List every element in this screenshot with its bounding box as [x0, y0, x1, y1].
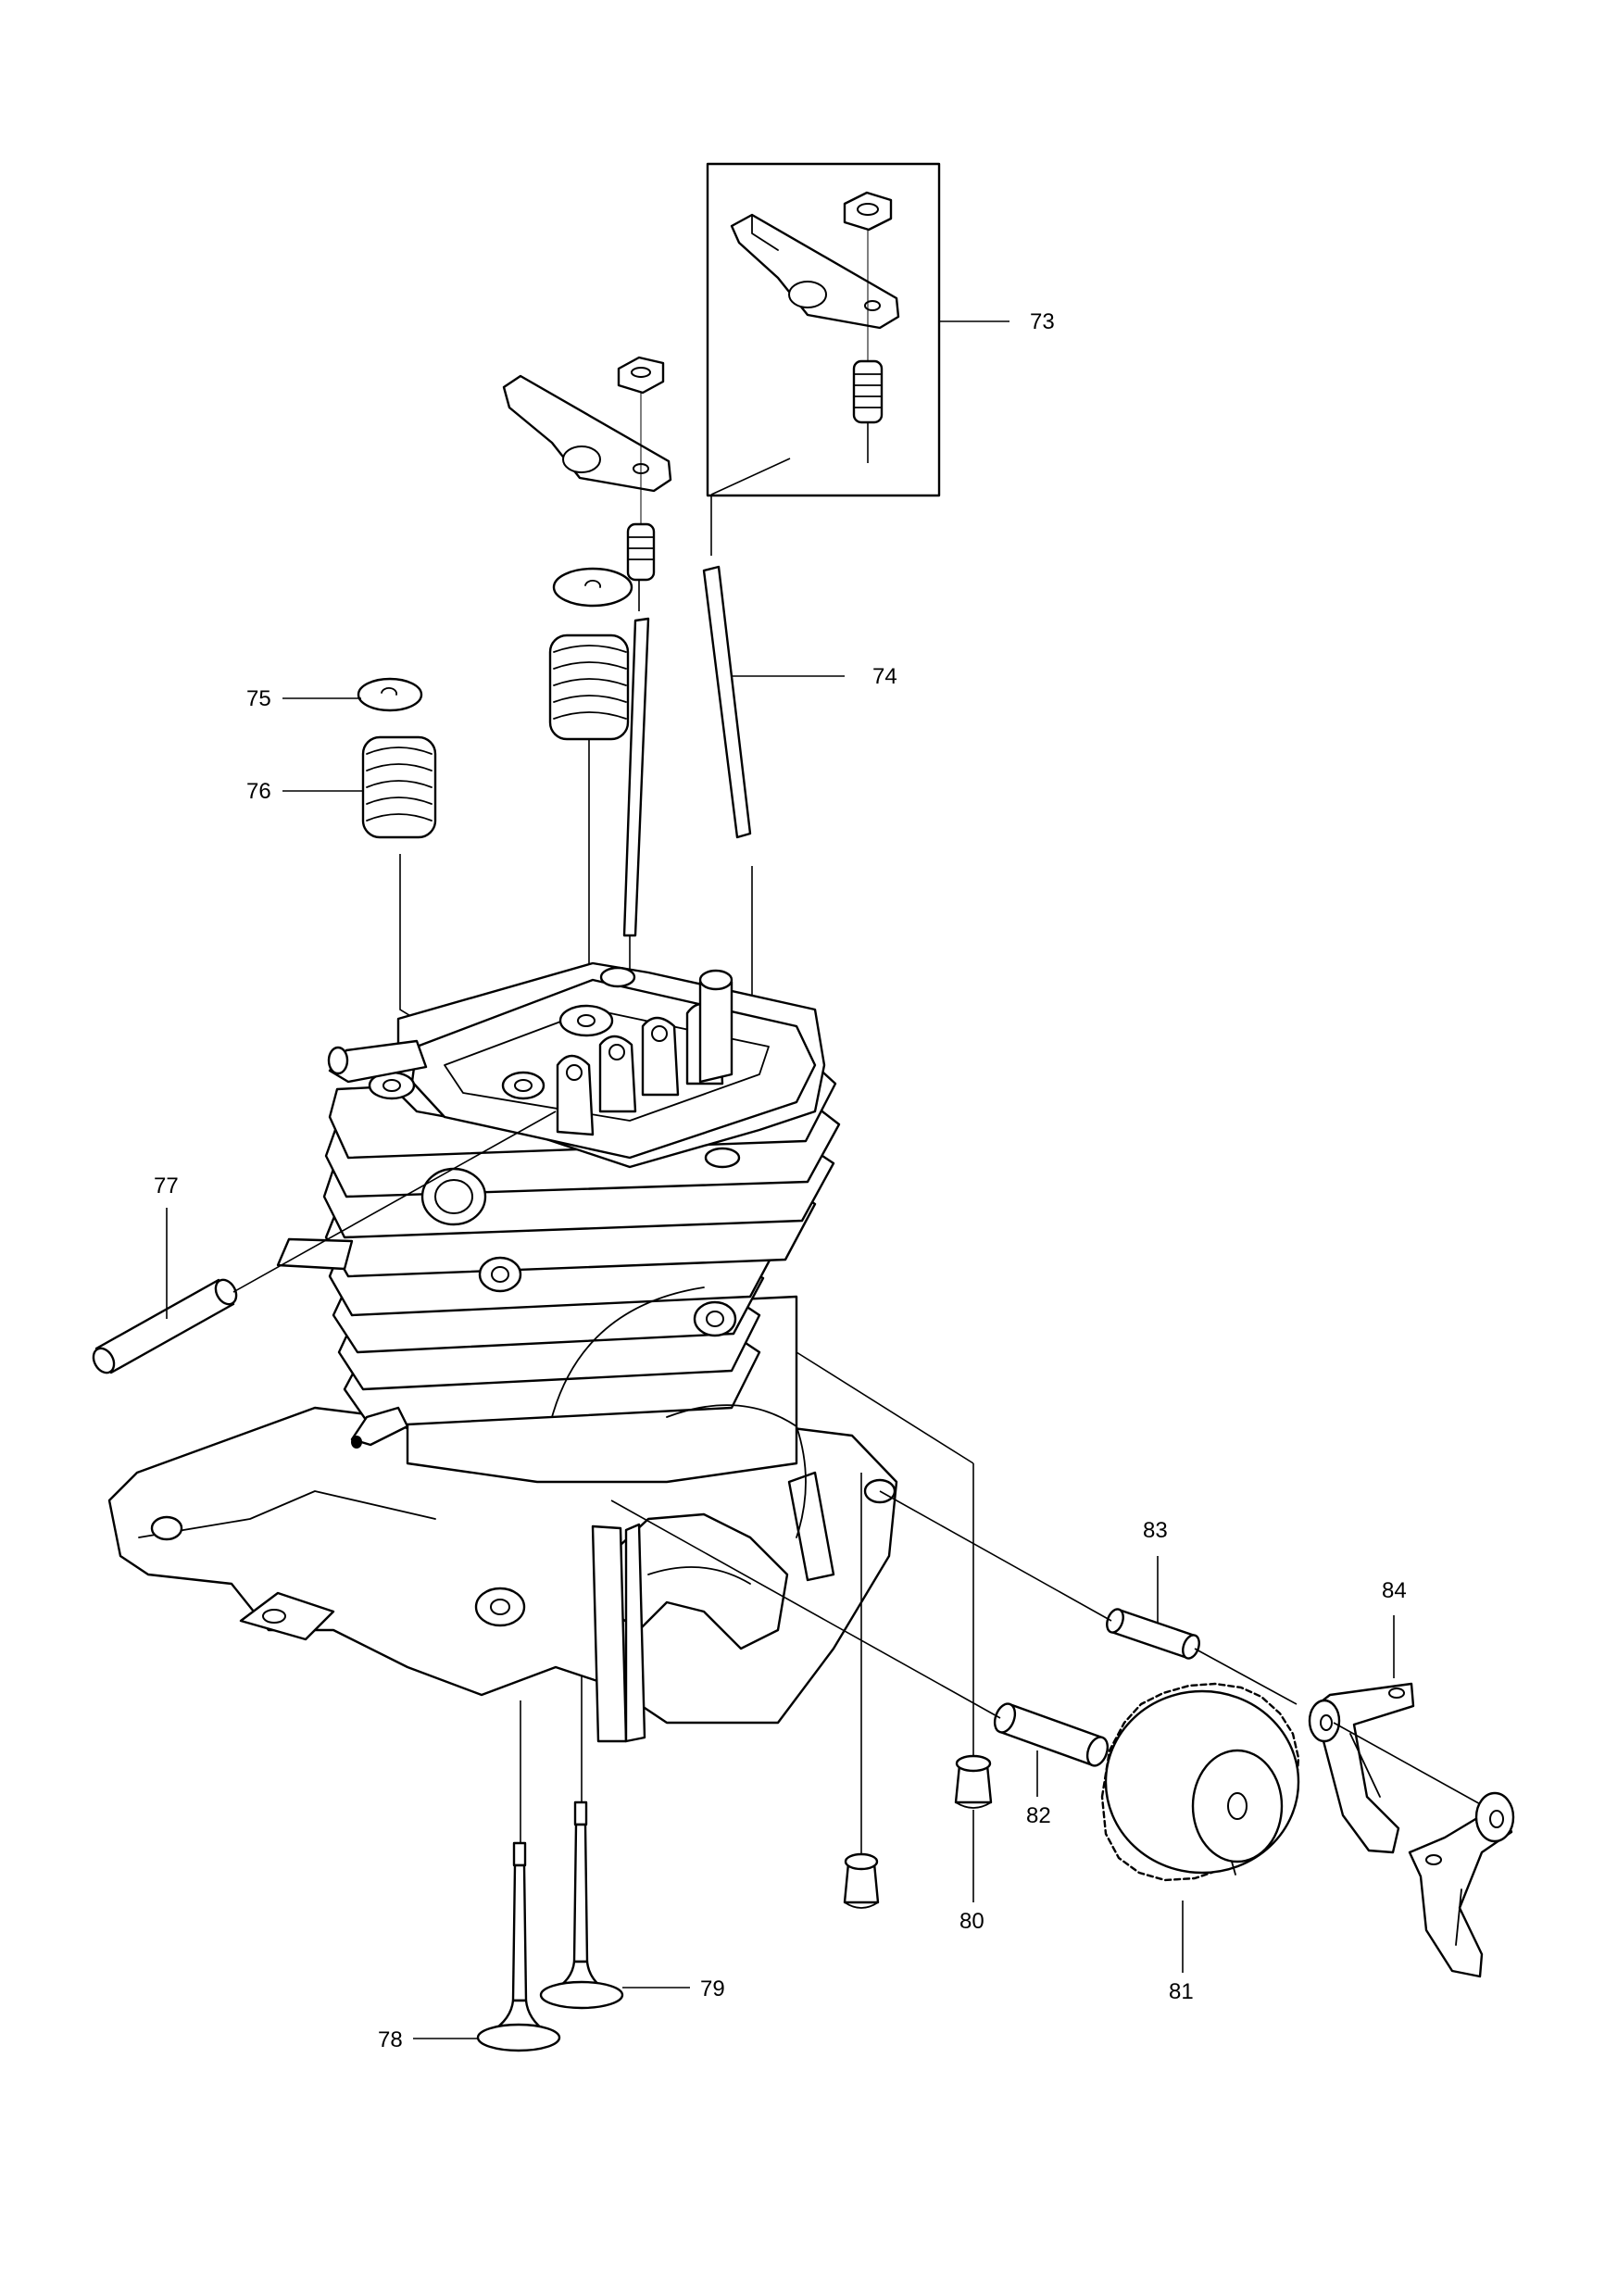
- exhaust-valve: [476, 1841, 561, 2052]
- rocker-arm-installed: [502, 356, 672, 1028]
- callout-77: 77: [154, 1173, 179, 1198]
- camshaft-gear: [1100, 1682, 1300, 1882]
- callout-73: 73: [1030, 309, 1055, 334]
- callout-79: 79: [700, 1976, 725, 2001]
- dowel-pin-77: [92, 1278, 238, 1374]
- dowel-pin-83: [1106, 1608, 1200, 1660]
- callout-76: 76: [246, 779, 271, 804]
- callout-81: 81: [1169, 1979, 1194, 2004]
- cam-follower: [1308, 1682, 1415, 1854]
- valve-guide-bushing-installed: [843, 1852, 880, 1909]
- callout-78: 78: [378, 2027, 403, 2052]
- callout-82: 82: [1026, 1803, 1051, 1828]
- dowel-pin-82: [993, 1702, 1110, 1767]
- cam-follower-installed: [1408, 1791, 1515, 1978]
- intake-valve: [539, 1800, 624, 2010]
- rocker-arm-assembly-box: [706, 162, 941, 497]
- valve-guide-bushing: [954, 1754, 993, 1809]
- callout-74: 74: [872, 664, 897, 689]
- valve-retainer: [357, 677, 423, 712]
- pushrod: [702, 458, 791, 1047]
- callout-83: 83: [1143, 1518, 1168, 1543]
- callout-84: 84: [1382, 1578, 1407, 1603]
- cylinder-crankcase: [107, 961, 898, 1743]
- callout-80: 80: [959, 1909, 984, 1934]
- callout-75: 75: [246, 686, 271, 711]
- valve-spring: [361, 735, 437, 839]
